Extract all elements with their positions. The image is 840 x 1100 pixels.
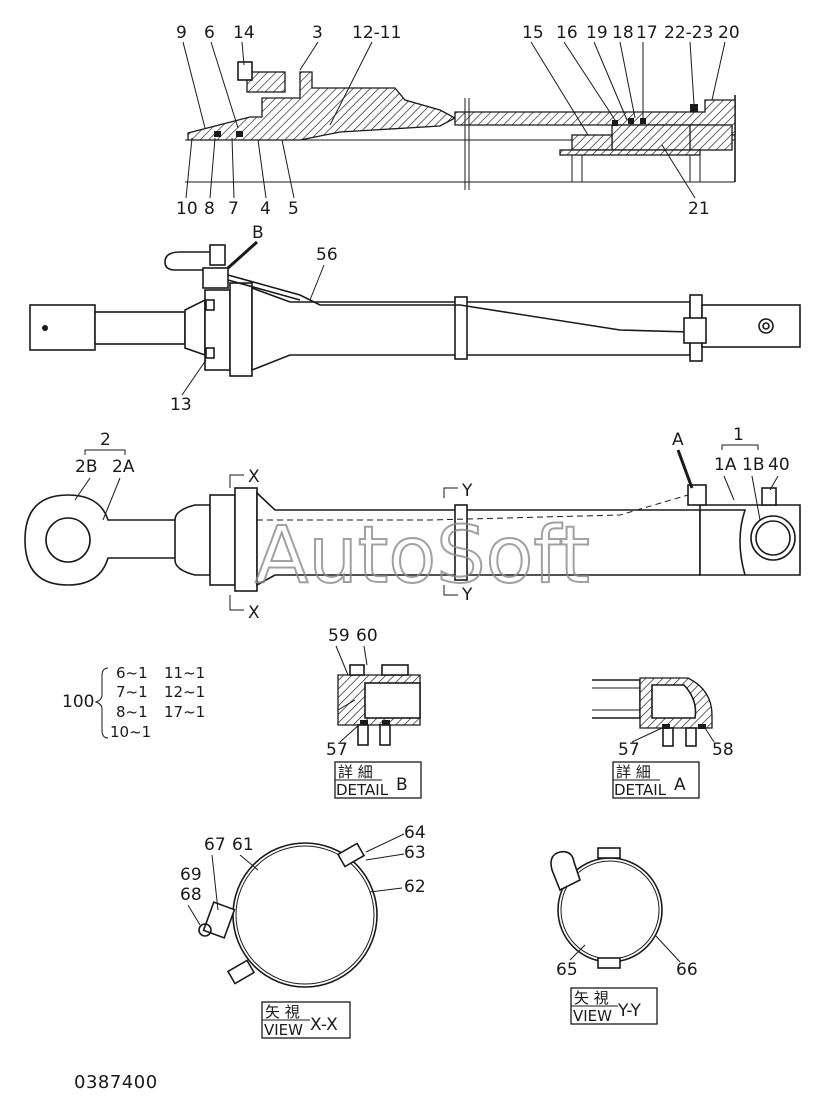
label-7: 7 [228,199,239,219]
label-67: 67 [204,835,226,855]
kit-item-4: 10~1 [110,723,151,741]
label-22-23: 22-23 [664,23,713,43]
watermark: AutoSoft [255,511,590,601]
main-view-labels: 2 2B 2A A 1 1A 1B 40 X X Y Y [74,425,790,623]
view-xx-drawing: 67 61 64 63 69 68 62 矢 視 VIEW X-X [180,823,426,1039]
label-68: 68 [180,885,202,905]
label-59: 59 [328,626,350,646]
kit-item-3: 8~1 [116,703,148,721]
label-8: 8 [204,199,215,219]
view-yy-jp: 矢 視 [574,989,609,1007]
label-69: 69 [180,865,202,885]
label-40: 40 [768,455,790,475]
label-1b: 1B [742,455,764,475]
label-12-11: 12-11 [352,23,401,43]
kit-item-2: 7~1 [116,683,148,701]
label-14: 14 [233,23,255,43]
detail-a-en: DETAIL [614,781,667,799]
label-58: 58 [712,740,734,760]
label-20: 20 [718,23,740,43]
label-x-top: X [248,467,260,487]
label-63: 63 [404,843,426,863]
label-2: 2 [100,430,111,450]
label-6: 6 [204,23,215,43]
kit-item-7: 17~1 [164,703,205,721]
label-17: 17 [636,23,658,43]
label-x-bottom: X [248,603,260,623]
view-yy-drawing: 65 66 矢 視 VIEW Y-Y [550,847,698,1025]
view-xx-jp: 矢 視 [265,1003,300,1021]
label-57a: 57 [618,740,640,760]
cylinder-main-view [24,474,801,611]
detail-a-letter: A [674,775,686,795]
kit-item-1: 6~1 [116,664,148,682]
kit-list: 100 6~1 7~1 8~1 10~1 11~1 12~1 17~1 [62,664,205,741]
detail-b-en: DETAIL [336,781,389,799]
side-view-labels: B 56 13 [170,223,338,415]
label-4: 4 [260,199,271,219]
label-56: 56 [316,245,338,265]
label-65: 65 [556,960,578,980]
label-9: 9 [176,23,187,43]
label-57: 57 [326,740,348,760]
label-15: 15 [522,23,544,43]
label-62: 62 [404,877,426,897]
label-1a: 1A [714,455,737,475]
label-1: 1 [733,425,744,445]
label-2a: 2A [112,457,135,477]
kit-item-6: 12~1 [164,683,205,701]
label-2b: 2B [75,457,97,477]
label-b: B [252,223,264,243]
label-y-bottom: Y [461,585,473,605]
label-10: 10 [176,199,198,219]
label-60: 60 [356,626,378,646]
label-16: 16 [556,23,578,43]
label-18: 18 [612,23,634,43]
label-y-top: Y [461,481,473,501]
label-19: 19 [586,23,608,43]
section-bottom-labels: 10 8 7 4 5 21 [176,137,710,219]
view-yy-letter: Y-Y [617,1001,641,1021]
view-yy-en: VIEW [573,1007,612,1025]
view-xx-en: VIEW [264,1021,303,1039]
label-3: 3 [312,23,323,43]
label-64: 64 [404,823,426,843]
drawing-number: 0387400 [74,1072,158,1093]
label-5: 5 [288,199,299,219]
detail-a-drawing: 57 58 詳 細 DETAIL A [592,677,734,799]
kit-item-5: 11~1 [164,664,205,682]
detail-b-drawing: 59 60 57 詳 細 DETAIL B [326,626,422,799]
view-xx-letter: X-X [310,1015,338,1035]
detail-a-jp: 詳 細 [616,763,651,781]
label-61: 61 [232,835,254,855]
kit-number: 100 [62,692,94,712]
detail-b-letter: B [396,775,408,795]
label-a: A [672,430,684,450]
section-top-labels: 9 6 14 3 12-11 15 16 19 18 17 22-23 20 [176,23,740,136]
cylinder-side-view-hose [29,244,801,377]
label-66: 66 [676,960,698,980]
detail-b-jp: 詳 細 [338,763,373,781]
label-13: 13 [170,395,192,415]
cylinder-section-view [185,61,736,190]
label-21: 21 [688,199,710,219]
